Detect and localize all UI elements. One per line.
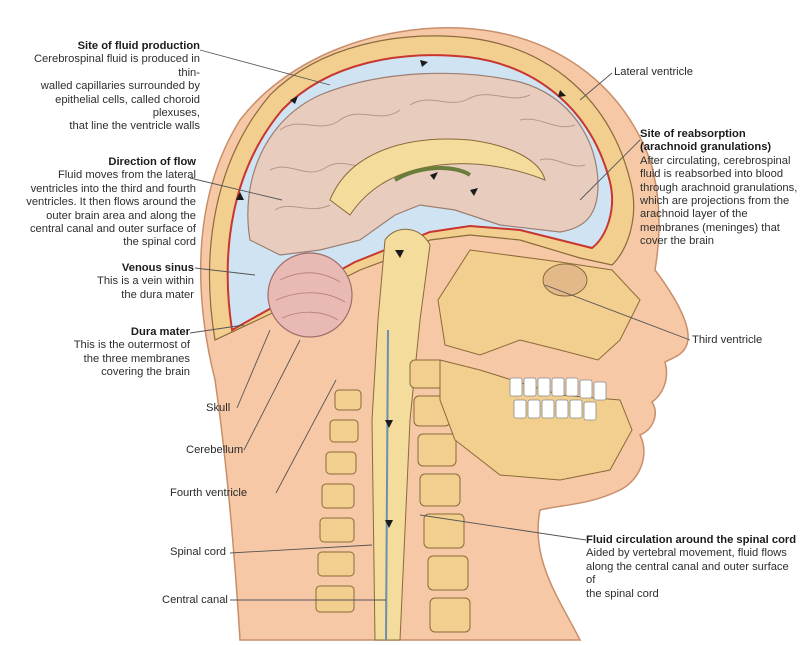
label-venous-sinus-line: the dura mater xyxy=(121,288,194,301)
label-reabsorption: Site of reabsorption (arachnoid granulat… xyxy=(640,128,798,249)
label-skull: Skull xyxy=(206,402,231,414)
label-spinal-cord: Spinal cord xyxy=(170,546,226,558)
cerebellum-folds xyxy=(275,272,346,321)
label-spinal-circulation-line: Aided by vertebral movement, fluid flows xyxy=(586,547,787,560)
cerebellum-shape xyxy=(267,252,353,338)
label-direction-of-flow-line: ventricles into the third and fourth xyxy=(30,182,196,195)
label-direction-of-flow: Direction of flow Fluid moves from the l… xyxy=(20,156,196,250)
label-dura-mater-line: covering the brain xyxy=(101,366,190,379)
label-reabsorption-line: fluid is reabsorbed into blood xyxy=(640,168,784,181)
label-reabsorption-title: Site of reabsorption xyxy=(640,128,746,140)
label-fluid-production-line: epithelial cells, called choroid plexuse… xyxy=(55,93,200,120)
label-dura-mater: Dura mater This is the outermost of the … xyxy=(50,326,190,380)
label-dura-mater-line: This is the outermost of xyxy=(73,339,190,352)
label-lateral-ventricle: Lateral ventricle xyxy=(614,66,693,78)
flow-arrows xyxy=(236,60,566,528)
label-reabsorption-line: which are projections from the xyxy=(640,195,790,208)
label-spinal-circulation-line: the spinal cord xyxy=(586,587,659,600)
label-direction-of-flow-line: ventricles. It then flows around the xyxy=(26,196,196,209)
label-fluid-production-line: walled capillaries surrounded by xyxy=(40,80,200,93)
label-venous-sinus-line: This is a vein within xyxy=(97,275,194,288)
teeth xyxy=(509,377,607,421)
label-fluid-production-line: that line the ventricle walls xyxy=(69,120,200,133)
label-fluid-production-line: Cerebrospinal fluid is produced in thin- xyxy=(33,53,200,79)
label-reabsorption-line: After circulating, cerebrospinal xyxy=(640,154,791,167)
label-fluid-production: Site of fluid production Cerebrospinal f… xyxy=(16,40,200,134)
label-reabsorption-line: through arachnoid granulations, xyxy=(640,181,798,194)
label-spinal-circulation-title: Fluid circulation around the spinal cord xyxy=(586,534,797,546)
label-third-ventricle: Third ventricle xyxy=(692,334,763,346)
face-bone xyxy=(437,249,641,361)
label-fourth-ventricle: Fourth ventricle xyxy=(170,487,248,499)
vertebrae xyxy=(315,359,471,633)
label-reabsorption-subtitle: (arachnoid granulations) xyxy=(640,141,772,154)
label-fluid-production-title: Site of fluid production xyxy=(77,40,200,52)
choroid-plexus xyxy=(393,166,472,182)
label-reabsorption-line: arachnoid layer of the xyxy=(640,208,748,221)
label-direction-of-flow-line: outer brain area and along the xyxy=(46,209,196,222)
label-reabsorption-line: cover the brain xyxy=(640,235,715,248)
label-cerebellum: Cerebellum xyxy=(186,444,244,456)
label-reabsorption-line: membranes (meninges) that xyxy=(640,221,780,234)
label-direction-of-flow-line: central canal and outer surface of xyxy=(29,223,196,236)
label-spinal-circulation-line: along the central canal and outer surfac… xyxy=(586,560,789,587)
central-canal-line xyxy=(385,329,389,641)
label-direction-of-flow-line: the spinal cord xyxy=(123,236,196,249)
label-dura-mater-title: Dura mater xyxy=(130,326,190,338)
label-dura-mater-line: the three membranes xyxy=(83,352,190,365)
orbit xyxy=(542,263,588,297)
label-direction-of-flow-title: Direction of flow xyxy=(108,156,196,168)
label-direction-of-flow-line: Fluid moves from the lateral xyxy=(57,169,196,182)
label-venous-sinus: Venous sinus This is a vein within the d… xyxy=(60,262,194,302)
label-central-canal: Central canal xyxy=(162,594,228,606)
leader-lines xyxy=(189,49,691,601)
label-venous-sinus-title: Venous sinus xyxy=(121,262,194,274)
label-spinal-circulation: Fluid circulation around the spinal cord… xyxy=(586,534,798,601)
